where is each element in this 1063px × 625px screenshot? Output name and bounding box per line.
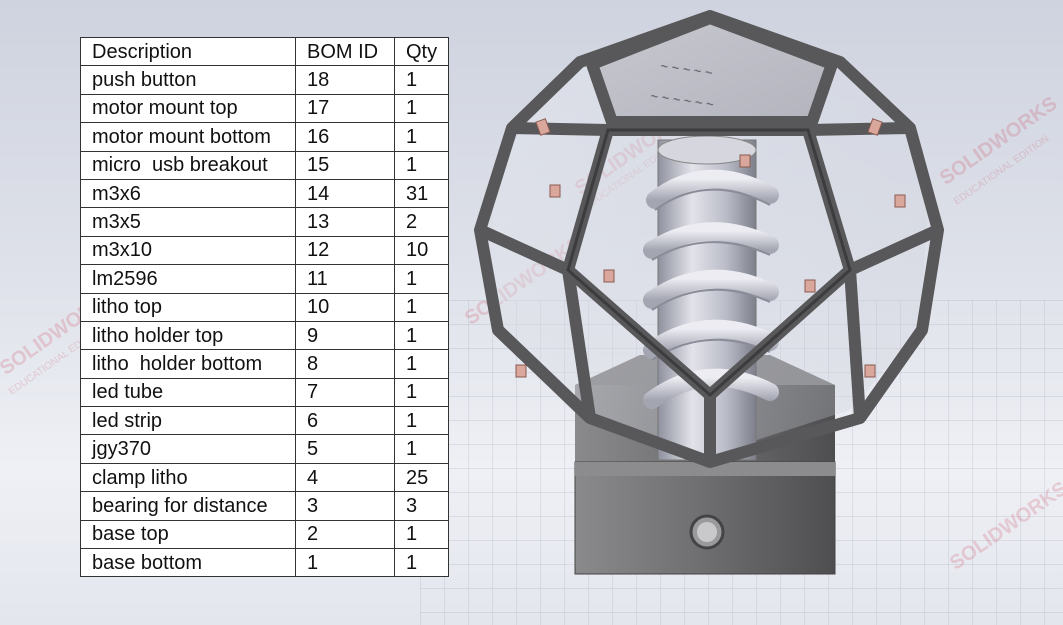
header-bom-id: BOM ID xyxy=(295,36,395,67)
cell-qty: 1 xyxy=(394,122,449,152)
cell-qty: 3 xyxy=(394,491,449,521)
cell-bom-id: 15 xyxy=(295,150,395,180)
cell-description: lm2596 xyxy=(80,264,296,294)
cell-description: base bottom xyxy=(80,548,296,578)
cell-bom-id: 5 xyxy=(295,434,395,464)
cell-qty: 1 xyxy=(394,292,449,322)
cell-bom-id: 9 xyxy=(295,320,395,351)
svg-text:~ ~ ~ ~ ~: ~ ~ ~ ~ ~ xyxy=(660,58,714,80)
cell-qty: 1 xyxy=(394,93,449,124)
cell-qty: 1 xyxy=(394,349,449,379)
cell-bom-id: 3 xyxy=(295,491,395,521)
cell-description: led strip xyxy=(80,406,296,436)
cell-bom-id: 11 xyxy=(295,264,395,294)
cell-qty: 1 xyxy=(394,264,449,294)
cell-qty: 25 xyxy=(394,462,449,493)
cell-qty: 1 xyxy=(394,406,449,436)
cell-bom-id: 4 xyxy=(295,462,395,493)
cell-description: m3x5 xyxy=(80,207,296,237)
cell-description: led tube xyxy=(80,377,296,408)
cell-bom-id: 13 xyxy=(295,207,395,237)
cell-qty: 1 xyxy=(394,320,449,351)
cell-bom-id: 18 xyxy=(295,65,395,95)
cell-bom-id: 17 xyxy=(295,93,395,124)
cell-description: motor mount top xyxy=(80,93,296,124)
cell-qty: 2 xyxy=(394,207,449,237)
cell-bom-id: 6 xyxy=(295,406,395,436)
cell-bom-id: 2 xyxy=(295,519,395,550)
cell-bom-id: 16 xyxy=(295,122,395,152)
cell-description: litho holder top xyxy=(80,320,296,351)
cell-bom-id: 12 xyxy=(295,235,395,266)
cell-qty: 1 xyxy=(394,548,449,578)
cell-qty: 1 xyxy=(394,434,449,464)
cell-description: micro usb breakout xyxy=(80,150,296,180)
cell-description: m3x10 xyxy=(80,235,296,266)
table-header-row: Description BOM ID Qty xyxy=(80,36,449,67)
cell-bom-id: 14 xyxy=(295,178,395,209)
cell-bom-id: 10 xyxy=(295,292,395,322)
cell-qty: 1 xyxy=(394,519,449,550)
dodecahedron-lamp-model[interactable]: ~ ~ ~ ~ ~ ~ ~ ~ ~ ~ ~ xyxy=(440,0,960,600)
cell-description: litho holder bottom xyxy=(80,349,296,379)
cell-description: motor mount bottom xyxy=(80,122,296,152)
cell-description: clamp litho xyxy=(80,462,296,493)
cell-qty: 1 xyxy=(394,377,449,408)
cell-description: m3x6 xyxy=(80,178,296,209)
header-description: Description xyxy=(80,36,296,67)
cell-bom-id: 7 xyxy=(295,377,395,408)
cell-description: litho top xyxy=(80,292,296,322)
coil-spiral xyxy=(643,169,779,409)
cell-qty: 31 xyxy=(394,178,449,209)
cell-description: push button xyxy=(80,65,296,95)
cell-qty: 10 xyxy=(394,235,449,266)
cell-description: jgy370 xyxy=(80,434,296,464)
cell-description: base top xyxy=(80,519,296,550)
cell-bom-id: 1 xyxy=(295,548,395,578)
clamp-icons xyxy=(515,118,906,378)
cell-qty: 1 xyxy=(394,150,449,180)
cell-bom-id: 8 xyxy=(295,349,395,379)
cell-description: bearing for distance xyxy=(80,491,296,521)
header-qty: Qty xyxy=(394,36,449,67)
cell-qty: 1 xyxy=(394,65,449,95)
